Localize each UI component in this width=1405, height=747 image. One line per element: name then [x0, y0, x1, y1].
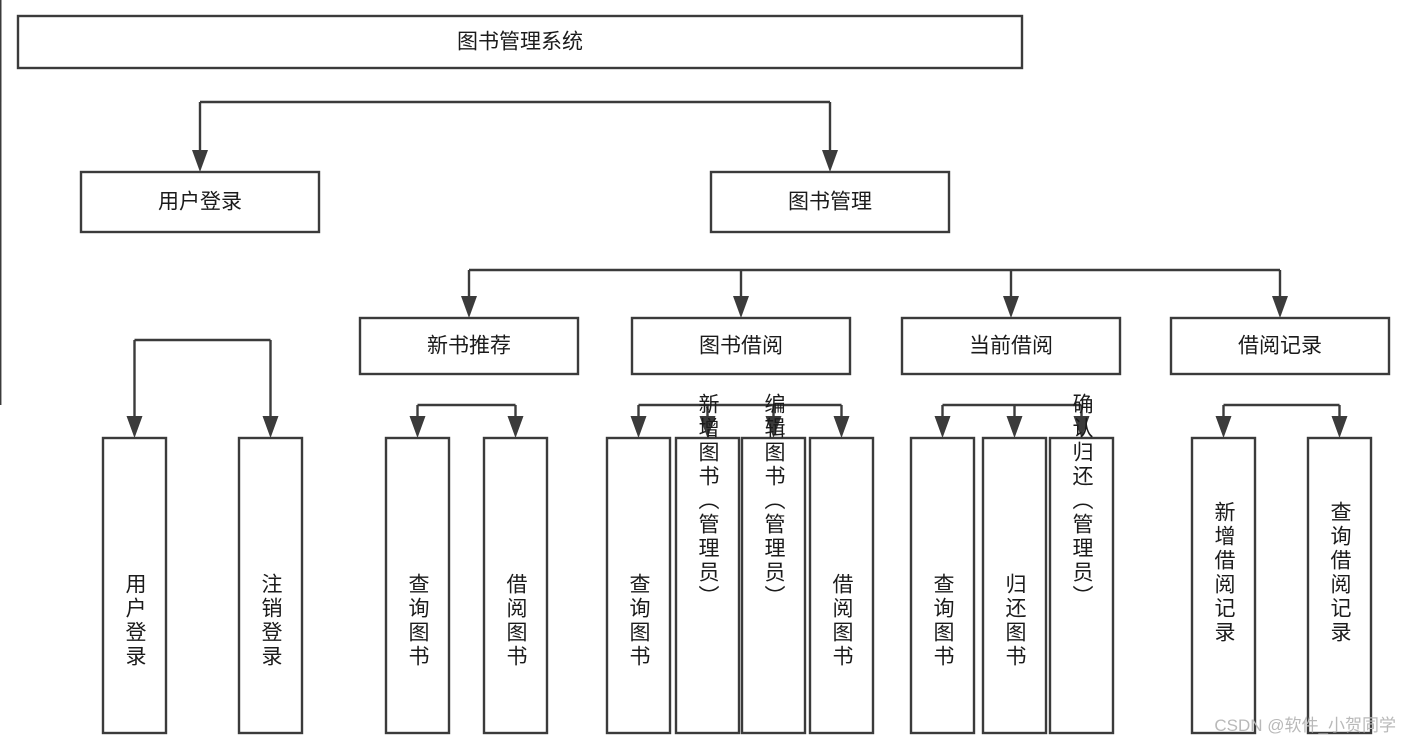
node-leaf-borrow-book-recommend[interactable]: 借阅图书 [482, 436, 549, 735]
connector-root-arrow-1 [822, 150, 838, 172]
node-root-rect[interactable] [16, 14, 1024, 70]
node-borrow-record-rect[interactable] [1169, 316, 1391, 376]
node-leaf-borrow-book-label: 借阅图书 [830, 573, 854, 669]
connector-borrow-record-arrow-0 [1215, 416, 1232, 438]
node-layer: 图书管理系统用户登录图书管理新书推荐图书借阅当前借阅借阅记录用户登录注销登录查询… [16, 14, 1391, 735]
node-user-login-label: 用户登录 [158, 191, 242, 214]
node-leaf-edit-book-label: 编辑图书（管理员） [762, 393, 786, 609]
connector-new-book-recommend-arrow-0 [409, 416, 426, 438]
node-leaf-add-book[interactable]: 新增图书（管理员） [674, 393, 741, 735]
node-leaf-add-borrow-record-rect[interactable] [1190, 436, 1257, 735]
node-leaf-query-book-current[interactable]: 查询图书 [909, 436, 976, 735]
connector-book-manage-arrow-0 [461, 296, 477, 318]
node-current-borrow[interactable]: 当前借阅 [900, 316, 1122, 376]
node-current-borrow-rect[interactable] [900, 316, 1122, 376]
node-leaf-logout-login[interactable]: 注销登录 [237, 436, 304, 735]
node-leaf-query-book-borrow[interactable]: 查询图书 [605, 436, 672, 735]
node-leaf-query-book-borrow-rect[interactable] [605, 436, 672, 735]
connector-layer [0, 0, 1348, 438]
node-leaf-logout-login-label: 注销登录 [259, 573, 283, 669]
node-leaf-edit-book-rect[interactable] [740, 436, 807, 735]
node-book-borrow-rect[interactable] [630, 316, 852, 376]
node-root-label: 图书管理系统 [457, 31, 583, 54]
node-leaf-return-book[interactable]: 归还图书 [981, 436, 1048, 735]
node-user-login[interactable]: 用户登录 [79, 170, 321, 234]
node-borrow-record[interactable]: 借阅记录 [1169, 316, 1391, 376]
node-leaf-confirm-return[interactable]: 确认归还（管理员） [1048, 393, 1115, 735]
node-user-login-rect[interactable] [79, 170, 321, 234]
node-book-manage[interactable]: 图书管理 [709, 170, 951, 234]
connector-book-borrow-arrow-1 [699, 416, 716, 438]
node-leaf-query-book-recommend-label: 查询图书 [406, 573, 430, 669]
csdn-watermark: CSDN @软件_小贺同学 [1214, 716, 1396, 735]
node-leaf-add-book-label: 新增图书（管理员） [696, 393, 720, 609]
node-leaf-query-borrow-record[interactable]: 查询借阅记录 [1306, 436, 1373, 735]
connector-root-arrow-0 [192, 150, 208, 172]
node-new-book-recommend[interactable]: 新书推荐 [358, 316, 580, 376]
node-new-book-recommend-label: 新书推荐 [427, 335, 511, 358]
node-leaf-return-book-label: 归还图书 [1003, 573, 1027, 669]
node-borrow-record-label: 借阅记录 [1238, 335, 1322, 358]
node-leaf-return-book-rect[interactable] [981, 436, 1048, 735]
node-new-book-recommend-rect[interactable] [358, 316, 580, 376]
node-leaf-query-book-current-label: 查询图书 [931, 573, 955, 669]
node-book-manage-label: 图书管理 [788, 191, 872, 214]
node-leaf-add-borrow-record-label: 新增借阅记录 [1212, 501, 1236, 645]
node-leaf-query-borrow-record-label: 查询借阅记录 [1328, 501, 1352, 645]
connector-user-login-arrow-0 [126, 416, 143, 438]
connector-book-manage-arrow-1 [733, 296, 749, 318]
node-leaf-user-login-label: 用户登录 [123, 573, 147, 669]
node-leaf-query-book-recommend-rect[interactable] [384, 436, 451, 735]
node-leaf-borrow-book-recommend-label: 借阅图书 [504, 573, 528, 669]
node-book-borrow-label: 图书借阅 [699, 335, 783, 358]
node-leaf-logout-login-rect[interactable] [237, 436, 304, 735]
connector-current-borrow-arrow-2 [1073, 416, 1090, 438]
connector-book-manage-arrow-3 [1272, 296, 1288, 318]
node-leaf-confirm-return-rect[interactable] [1048, 436, 1115, 735]
connector-user-login-arrow-1 [262, 416, 279, 438]
node-leaf-borrow-book-rect[interactable] [808, 436, 875, 735]
connector-book-borrow-arrow-2 [765, 416, 782, 438]
node-leaf-edit-book[interactable]: 编辑图书（管理员） [740, 393, 807, 735]
connector-book-manage-arrow-2 [1003, 296, 1019, 318]
connector-book-borrow-arrow-0 [630, 416, 647, 438]
node-leaf-user-login-rect[interactable] [101, 436, 168, 735]
node-leaf-query-borrow-record-rect[interactable] [1306, 436, 1373, 735]
connector-new-book-recommend-arrow-1 [507, 416, 524, 438]
node-current-borrow-label: 当前借阅 [969, 335, 1053, 358]
connector-book-borrow-arrow-3 [833, 416, 850, 438]
node-leaf-add-borrow-record[interactable]: 新增借阅记录 [1190, 436, 1257, 735]
node-leaf-query-book-current-rect[interactable] [909, 436, 976, 735]
node-root[interactable]: 图书管理系统 [16, 14, 1024, 70]
node-leaf-confirm-return-label: 确认归还（管理员） [1070, 393, 1094, 609]
node-leaf-user-login[interactable]: 用户登录 [101, 436, 168, 735]
connector-current-borrow-arrow-0 [934, 416, 951, 438]
node-leaf-borrow-book[interactable]: 借阅图书 [808, 436, 875, 735]
node-leaf-borrow-book-recommend-rect[interactable] [482, 436, 549, 735]
node-book-manage-rect[interactable] [709, 170, 951, 234]
node-leaf-add-book-rect[interactable] [674, 436, 741, 735]
connector-current-borrow-arrow-1 [1006, 416, 1023, 438]
connector-borrow-record-arrow-1 [1331, 416, 1348, 438]
node-book-borrow[interactable]: 图书借阅 [630, 316, 852, 376]
node-leaf-query-book-recommend[interactable]: 查询图书 [384, 436, 451, 735]
node-leaf-query-book-borrow-label: 查询图书 [627, 573, 651, 669]
